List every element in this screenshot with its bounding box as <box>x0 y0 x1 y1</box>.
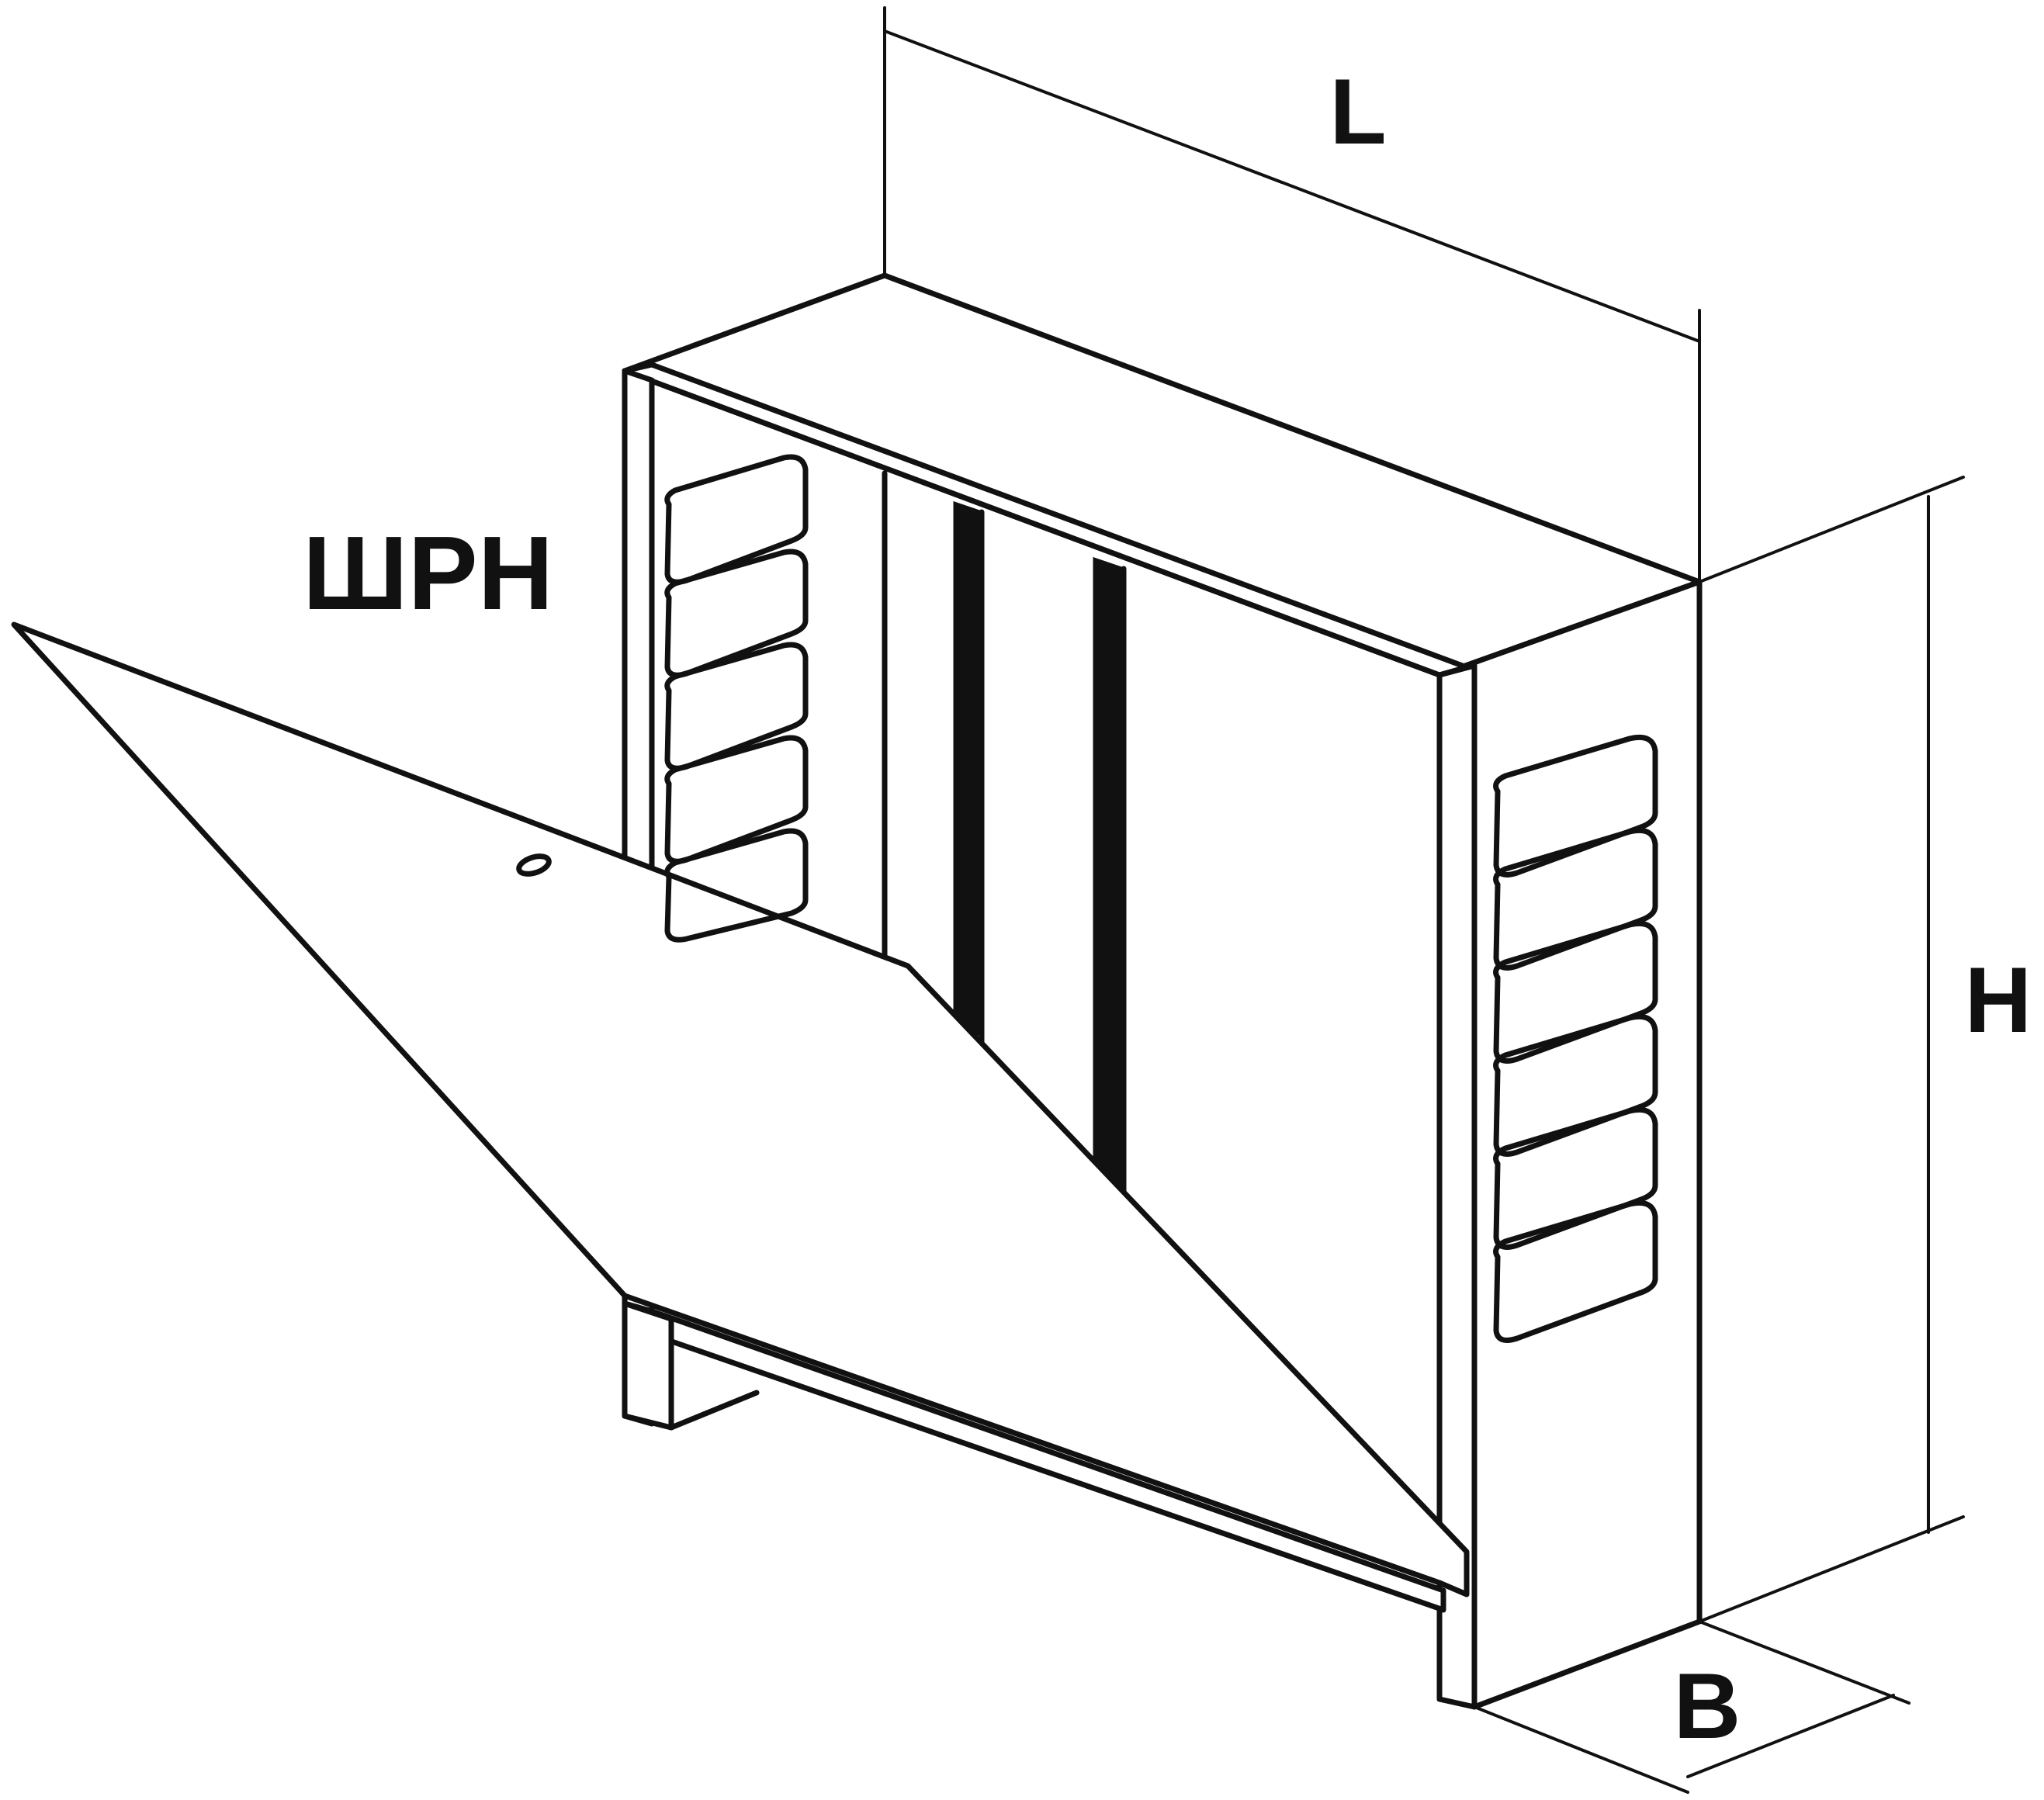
vent-slot <box>1493 1013 1658 1157</box>
left-vent-slots <box>664 454 809 943</box>
dim-h-extension-top <box>1698 476 1965 583</box>
dimension-length: L <box>883 6 1701 583</box>
dim-label-h: H <box>1965 948 2032 1052</box>
right-vent-slots <box>1493 734 1658 1343</box>
diagram-title: ШРН <box>303 514 553 632</box>
cabinet-right-side <box>1436 579 1703 1710</box>
dimension-height: H <box>1698 476 2032 1623</box>
cabinet-door <box>11 621 1470 1598</box>
dim-l-line <box>883 29 1701 343</box>
dim-label-l: L <box>1329 60 1386 164</box>
dim-b-extension-right <box>1698 1620 1911 1705</box>
vent-slot <box>1493 734 1658 878</box>
dim-b-extension-left <box>1473 1705 1689 1794</box>
vent-slot <box>664 828 809 943</box>
left-leg <box>622 1300 674 1431</box>
dim-b-line <box>1686 1694 1895 1778</box>
left-leg-shadow <box>668 1390 760 1431</box>
door-lock-hole <box>516 853 552 877</box>
vent-slot <box>1493 1106 1658 1250</box>
vent-slot <box>1493 827 1658 971</box>
vent-slot <box>1493 920 1658 1064</box>
dim-label-b: B <box>1674 1654 1741 1758</box>
rail-right <box>1093 556 1125 1201</box>
dim-h-extension-bottom <box>1698 1515 1965 1623</box>
dimension-depth: B <box>1473 1620 1911 1794</box>
rail-left <box>953 500 983 1038</box>
vent-slot <box>1493 1199 1658 1343</box>
